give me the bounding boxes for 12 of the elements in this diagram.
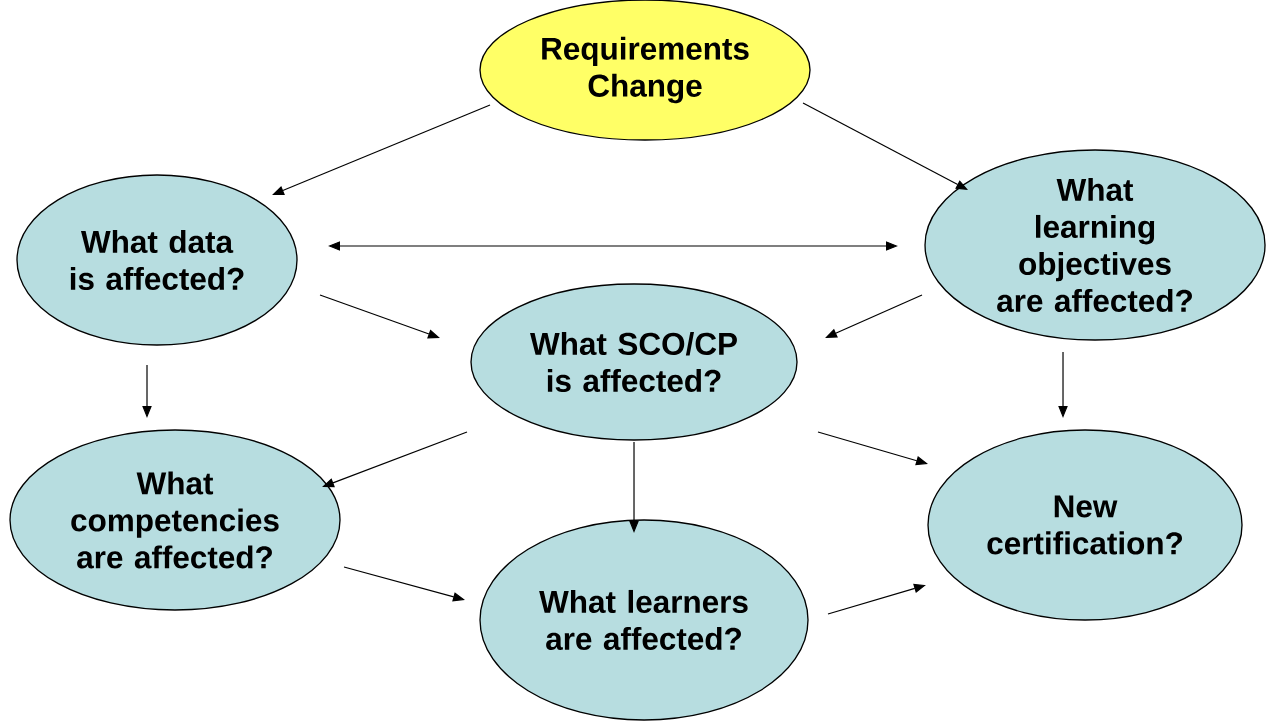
arrow — [802, 102, 968, 190]
ellipse-node: What learners are affected? — [479, 519, 809, 721]
ellipse-node: What learning objectives are affected? — [924, 149, 1266, 341]
arrow — [825, 294, 923, 338]
arrow — [272, 104, 491, 195]
ellipse-node: What SCO/CP is affected? — [470, 283, 798, 441]
arrow — [817, 431, 928, 466]
arrow — [322, 431, 468, 488]
ellipse-node: New certification? — [927, 429, 1243, 621]
ellipse-node: What competencies are affected? — [9, 429, 341, 611]
arrow — [319, 294, 440, 339]
ellipse-node: What data is affected? — [16, 174, 298, 346]
